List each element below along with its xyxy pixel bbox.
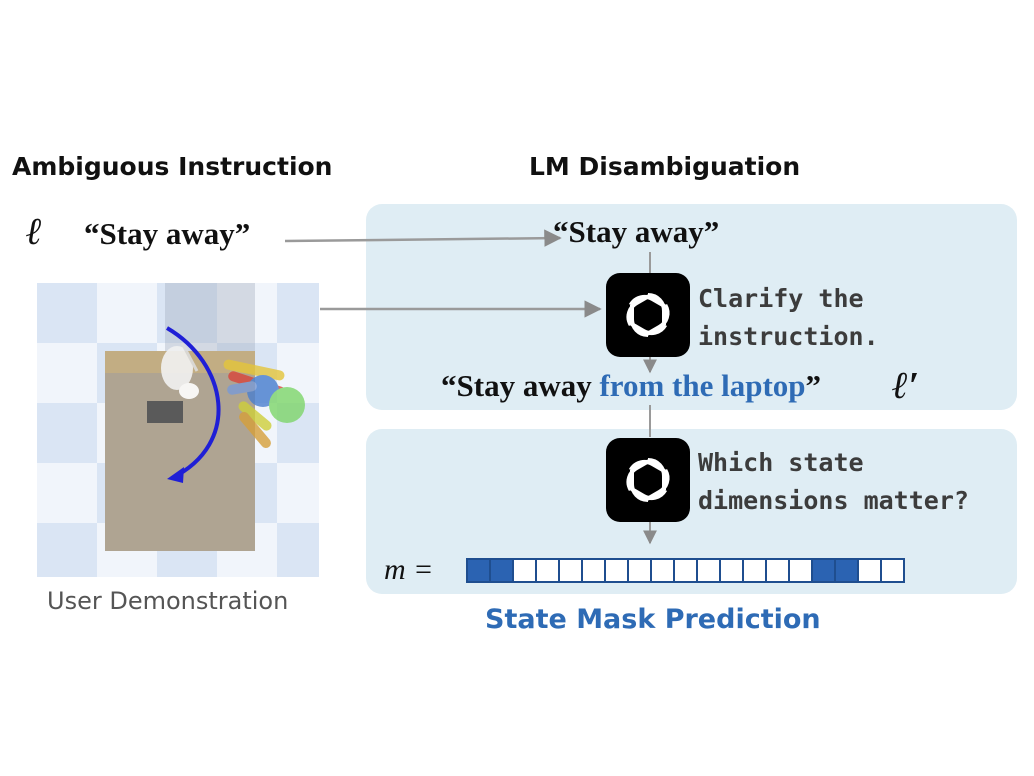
mask-cell <box>468 560 491 581</box>
mask-cell <box>813 560 836 581</box>
output-prefix: “Stay away <box>441 368 600 403</box>
chatgpt-logo-icon <box>606 438 690 522</box>
mask-cell <box>491 560 514 581</box>
output-symbol: ℓ′ <box>892 365 919 407</box>
mask-cell <box>652 560 675 581</box>
mask-caption: State Mask Prediction <box>485 604 821 635</box>
mask-cell <box>583 560 606 581</box>
panel-input-text: “Stay away” <box>553 214 720 249</box>
output-suffix: ” <box>805 368 822 403</box>
heading-ambiguous-instruction: Ambiguous Instruction <box>12 152 333 181</box>
mask-cell <box>560 560 583 581</box>
mask-cell <box>606 560 629 581</box>
mask-cell <box>767 560 790 581</box>
mask-cell <box>698 560 721 581</box>
heading-lm-disambiguation: LM Disambiguation <box>529 152 801 181</box>
mask-cell <box>629 560 652 581</box>
prompt-which-line1: Which state <box>698 448 864 477</box>
mask-cell <box>790 560 813 581</box>
user-demonstration-image <box>37 283 319 577</box>
instruction-symbol: ℓ <box>26 211 43 253</box>
mask-cell <box>836 560 859 581</box>
mask-cell <box>721 560 744 581</box>
mask-cell <box>537 560 560 581</box>
state-mask-bar <box>466 558 905 583</box>
mask-cell <box>882 560 903 581</box>
laptop <box>147 401 183 423</box>
mask-cell <box>744 560 767 581</box>
mask-cell <box>675 560 698 581</box>
demo-caption: User Demonstration <box>47 587 289 615</box>
mask-symbol: m = <box>384 553 434 586</box>
chatgpt-logo-icon <box>606 273 690 357</box>
instruction-to-lm-arrow <box>284 229 562 247</box>
trajectory-arrowhead <box>167 467 184 483</box>
instruction-text: “Stay away” <box>84 216 251 251</box>
trajectory-path <box>165 326 221 480</box>
mask-cell <box>514 560 537 581</box>
disambiguated-instruction: “Stay away from the laptop” <box>441 368 821 404</box>
output-added-phrase: from the laptop <box>599 368 806 403</box>
prompt-clarify-line1: Clarify the <box>698 284 864 313</box>
prompt-clarify-line2: instruction. <box>698 322 879 351</box>
mask-cell <box>859 560 882 581</box>
prompt-which-line2: dimensions matter? <box>698 486 969 515</box>
